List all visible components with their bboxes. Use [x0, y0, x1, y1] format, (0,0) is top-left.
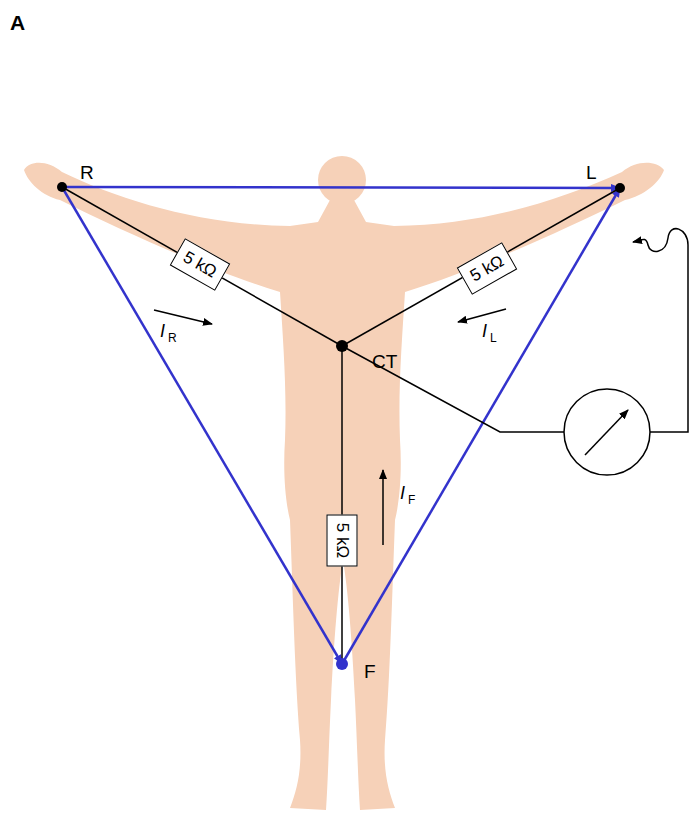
- resistor-value: 5 kΩ: [334, 522, 351, 557]
- terminal-label: L: [586, 163, 597, 182]
- terminal-dot: [57, 182, 625, 670]
- current-symbol: I: [400, 484, 405, 502]
- panel-letter: A: [10, 12, 25, 33]
- terminal-label: CT: [372, 352, 397, 371]
- current-arrow: [154, 309, 506, 545]
- body-figure: [24, 156, 664, 810]
- current-subscript: R: [168, 332, 177, 344]
- current-subscript: F: [408, 494, 415, 506]
- meter-needle: [585, 410, 628, 455]
- einthoven-triangle: [62, 187, 620, 664]
- terminal-label: F: [364, 662, 376, 681]
- current-symbol: I: [482, 322, 487, 340]
- terminal-label: R: [80, 163, 94, 182]
- voltmeter: [564, 389, 650, 475]
- current-subscript: L: [490, 332, 497, 344]
- current-symbol: I: [160, 322, 165, 340]
- resistor-box: 5 kΩ: [327, 514, 358, 566]
- lead-wire: [62, 187, 688, 664]
